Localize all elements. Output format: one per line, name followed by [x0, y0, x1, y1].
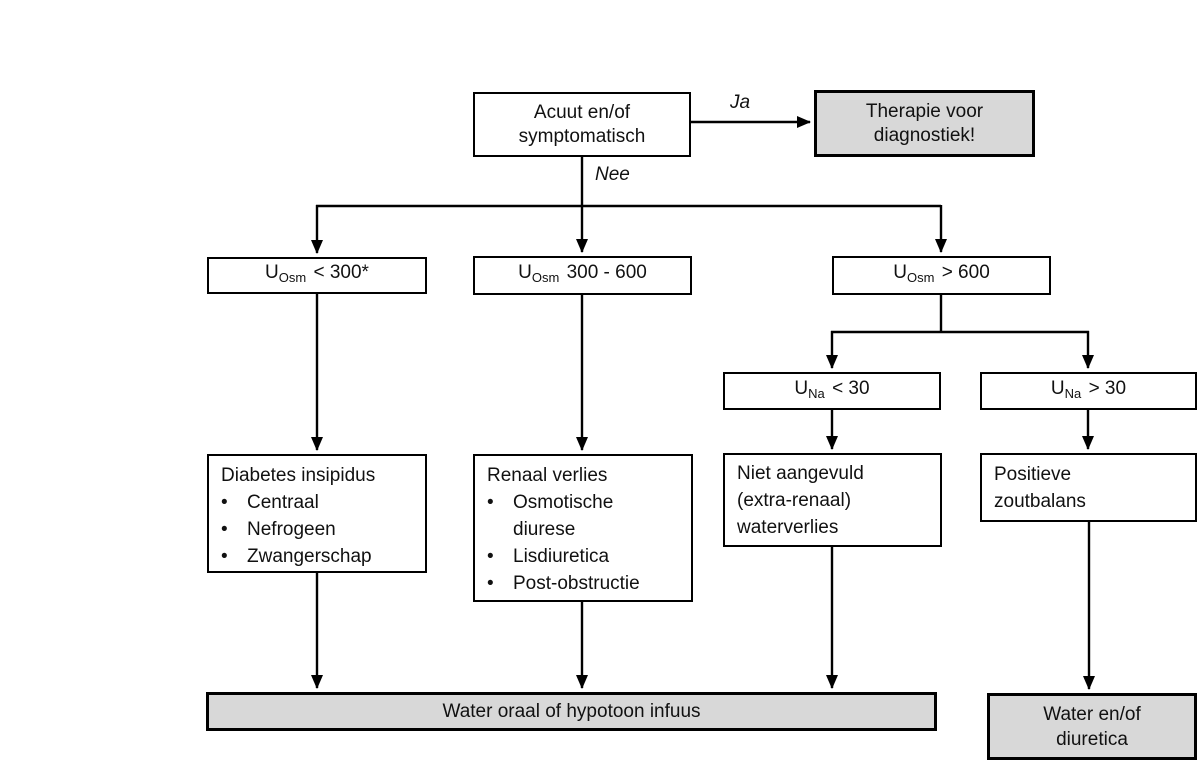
node-title: Renaal verlies [487, 465, 608, 486]
list-item: •Nefrogeen [221, 516, 421, 543]
bullet-icon: • [221, 492, 228, 513]
node-uosm-gt-600: UOsm > 600 [832, 256, 1051, 295]
node-uosm-300-600: UOsm 300 - 600 [473, 256, 692, 295]
node-niet-aangevuld-waterverlies: Niet aangevuld (extra-renaal) waterverli… [723, 453, 942, 547]
edge-label-ja: Ja [729, 92, 751, 113]
node-water-oraal-hypotoon-infuus: Water oraal of hypotoon infuus [206, 692, 937, 731]
node-renaal-verlies: Renaal verlies •Osmotische diurese •Lisd… [473, 454, 693, 602]
condition-text: UOsm 300 - 600 [518, 262, 647, 285]
list-item: •Post-obstructie [487, 570, 687, 597]
list-item: •Lisdiuretica [487, 543, 687, 570]
list-item: •Zwangerschap [221, 543, 421, 570]
condition-text: UNa < 30 [794, 377, 870, 401]
edge-label-nee: Nee [595, 164, 630, 185]
bullet-icon: • [487, 573, 494, 594]
bullet-icon: • [487, 492, 494, 513]
condition-text: UOsm > 600 [893, 262, 990, 285]
node-positieve-zoutbalans: Positieve zoutbalans [980, 453, 1197, 522]
condition-text: UNa > 30 [1050, 377, 1127, 401]
node-uosm-lt-300: UOsm < 300* [207, 257, 427, 294]
node-una-lt-30: UNa < 30 [723, 372, 941, 410]
list-item: •Osmotische diurese [487, 489, 687, 543]
list-item: •Centraal [221, 489, 421, 516]
bullet-icon: • [221, 519, 228, 540]
node-acuut-symptomatisch: Acuut en/of symptomatisch [473, 92, 691, 157]
bullet-icon: • [221, 546, 228, 567]
condition-text: UOsm < 300* [265, 262, 369, 285]
node-diabetes-insipidus: Diabetes insipidus •Centraal •Nefrogeen … [207, 454, 427, 573]
node-water-en-of-diuretica: Water en/of diuretica [987, 693, 1197, 760]
bullet-icon: • [487, 546, 494, 567]
node-una-gt-30: UNa > 30 [980, 372, 1197, 410]
node-therapie-voor-diagnostiek: Therapie voor diagnostiek! [814, 90, 1035, 157]
node-title: Diabetes insipidus [221, 465, 376, 486]
